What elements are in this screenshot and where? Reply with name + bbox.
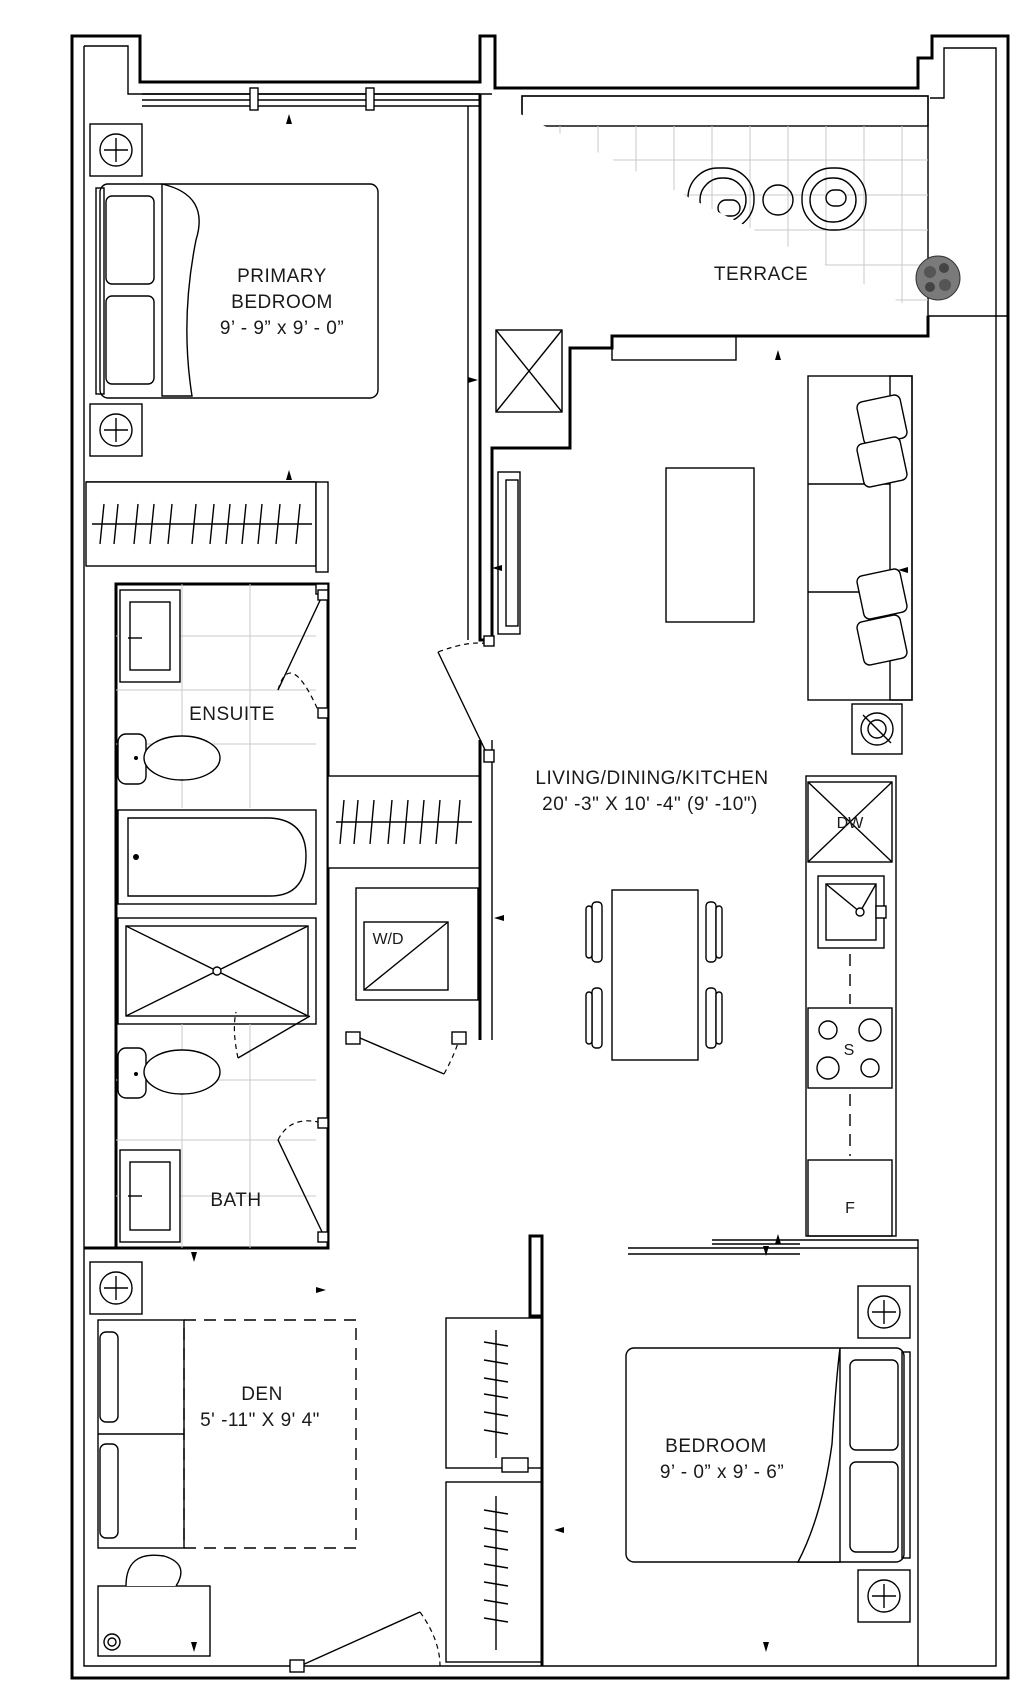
terrace-table-icon <box>762 184 794 216</box>
fridge-icon <box>807 1159 893 1237</box>
den-rug <box>183 1319 357 1549</box>
ensuite-label: ENSUITE <box>189 704 275 725</box>
den-lamp-icon <box>89 1261 143 1315</box>
desk-icon <box>97 1554 211 1657</box>
tv-console <box>497 471 521 635</box>
bedroom-size: 9’ - 0” x 9’ - 6” <box>660 1462 784 1483</box>
dishwasher-icon <box>807 781 893 863</box>
bedroom-closet <box>483 1330 529 1650</box>
bath-toilet-icon <box>117 1047 221 1099</box>
bedroom-bed <box>625 1347 911 1563</box>
primary-window <box>142 87 480 111</box>
den-label: DEN <box>241 1384 283 1405</box>
stove-icon <box>807 1007 893 1089</box>
primary-bed <box>95 183 379 399</box>
ensuite-toilet-icon <box>117 733 221 785</box>
kitchen-sink-icon <box>817 875 887 949</box>
bath-label: BATH <box>210 1190 261 1211</box>
fridge-label: F <box>845 1200 855 1217</box>
dining-table-icon <box>585 889 723 1061</box>
den-size: 5' -11" X 9' 4" <box>200 1410 320 1431</box>
nightstand-lamp-icon <box>89 403 143 457</box>
bedroom-lamp-icon <box>857 1569 911 1623</box>
primary-bedroom-label-2: BEDROOM <box>231 292 333 313</box>
sofa-icon <box>807 375 913 701</box>
primary-closet <box>92 503 312 545</box>
terrace-label: TERRACE <box>714 264 808 285</box>
primary-bedroom-label: PRIMARY <box>237 266 327 287</box>
shrub-icon <box>915 255 961 301</box>
nightstand-lamp-icon <box>89 123 143 177</box>
hall-closet <box>336 799 472 845</box>
bedroom-label: BEDROOM <box>665 1436 767 1457</box>
bath-sink-icon <box>119 1149 181 1243</box>
bedroom-lamp-icon <box>857 1285 911 1339</box>
den-window <box>289 1611 441 1673</box>
shower-door <box>233 1011 311 1059</box>
bedroom-sliding-door <box>628 1243 800 1255</box>
primary-bedroom-size: 9’ - 9” x 9’ - 0” <box>220 318 344 339</box>
living-label: LIVING/DINING/KITCHEN <box>535 768 768 789</box>
ensuite-sink-icon <box>119 589 181 683</box>
ensuite-door <box>277 589 329 719</box>
washer-dryer-icon <box>363 921 449 991</box>
shower-icon <box>117 917 317 1025</box>
opening-arrows <box>191 114 908 1652</box>
laundry-label: W/D <box>372 931 403 948</box>
bath-door <box>277 1117 329 1243</box>
living-size: 20' -3" X 10' -4" (9' -10") <box>542 794 758 815</box>
coffee-table <box>665 467 755 623</box>
bathtub-icon <box>117 809 317 905</box>
dishwasher-label: DW <box>837 815 865 832</box>
den-sofa-icon <box>97 1319 185 1549</box>
laundry-door <box>345 1031 467 1075</box>
floor-lamp-icon <box>851 703 903 755</box>
exterior-walls <box>70 34 1010 1680</box>
storage-closet <box>495 329 563 413</box>
stove-label: S <box>844 1042 855 1059</box>
terrace-chair-icon <box>801 167 867 231</box>
living-door <box>437 635 495 763</box>
